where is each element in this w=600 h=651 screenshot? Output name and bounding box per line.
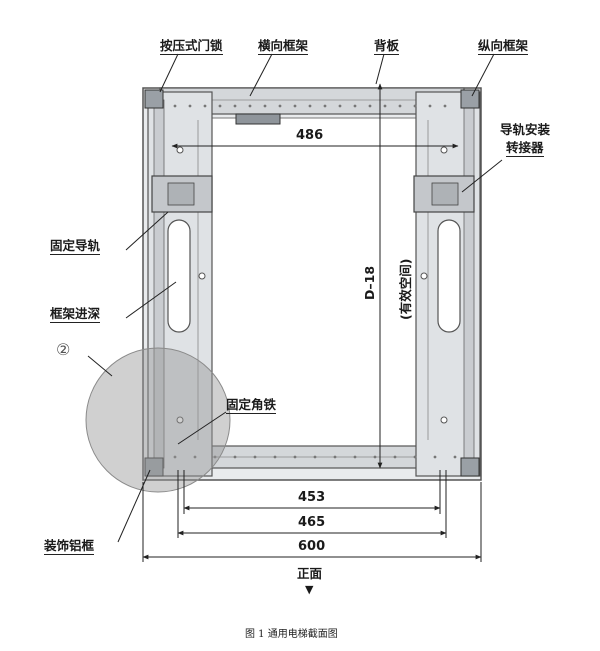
rail-adapters: [151, 175, 475, 213]
dim-600: 600: [298, 539, 326, 554]
label-front: 正面: [297, 566, 323, 581]
dim-465: 465: [298, 515, 326, 530]
left-vertical-frame: [147, 91, 213, 477]
label-push-lock: 按压式门锁: [160, 38, 223, 55]
dim-453: 453: [298, 490, 326, 505]
label-fixed-angle: 固定角铁: [226, 397, 277, 414]
mounting-holes: [173, 104, 457, 459]
dim-depth-note: (有效空间): [398, 258, 413, 320]
label-fixed-rail: 固定导轨: [50, 238, 101, 255]
figure-caption: 图 1 通用电梯截面图: [245, 629, 338, 640]
dim-inner-width: 486: [296, 128, 324, 143]
dimension-lines: [142, 83, 482, 562]
label-rail-adapter-line2: 转接器: [506, 140, 544, 157]
callout-number-2: ②: [56, 340, 71, 359]
label-back-panel: 背板: [374, 38, 400, 55]
leader-lines: [87, 53, 503, 543]
label-trim-frame: 装饰铝框: [44, 538, 95, 555]
label-rail-adapter-line1: 导轨安装: [500, 122, 551, 137]
label-horizontal-frame: 横向框架: [258, 38, 309, 55]
label-frame-depth: 框架进深: [50, 306, 101, 323]
label-vertical-frame: 纵向框架: [478, 38, 529, 55]
detail-circle-2: [85, 347, 231, 493]
dim-depth: D–18: [362, 265, 377, 300]
right-vertical-frame: [415, 91, 481, 477]
front-arrow-icon: ▼: [305, 583, 314, 596]
